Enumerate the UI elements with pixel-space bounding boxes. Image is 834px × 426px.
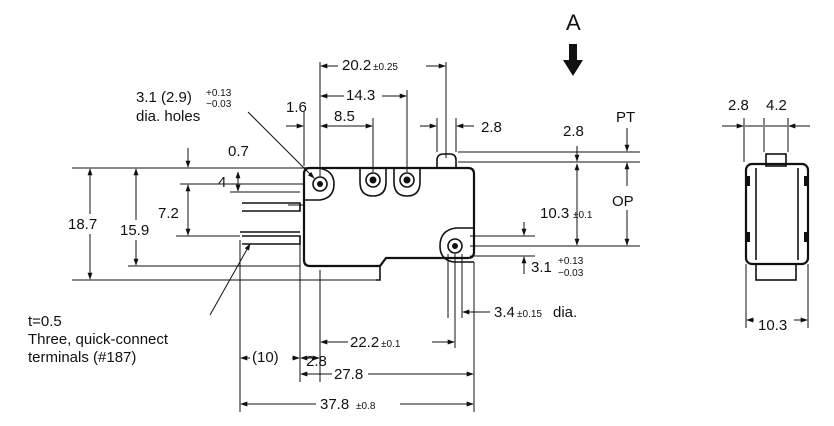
label-op: OP: [612, 193, 634, 210]
dim-14-3: 14.3: [346, 87, 375, 104]
dim-2-8-top: 2.8: [481, 119, 502, 136]
dim-10-3: 10.3: [540, 205, 569, 222]
view-arrow: [563, 44, 583, 76]
dim-3-4: 3.4: [494, 304, 515, 321]
dim-lines-bottom: [209, 111, 490, 412]
dim-2-8-right: 2.8: [563, 123, 584, 140]
dim-15-9: 15.9: [120, 222, 149, 239]
dim-18-7: 18.7: [68, 216, 97, 233]
dim-1-6: 1.6: [286, 99, 307, 116]
dim-8-5: 8.5: [334, 108, 355, 125]
holes-note: 3.1 (2.9) +0.13 −0.03 dia. holes: [136, 88, 232, 125]
dim-3-1-tol-lower: −0.03: [558, 268, 584, 279]
dim-20-2: 20.2: [342, 57, 371, 74]
dim-4: 4: [218, 174, 226, 191]
dim-10-3-tol: ±0.1: [573, 210, 593, 221]
side-view: [722, 118, 810, 328]
dim-10-paren: (10): [252, 349, 279, 366]
dim-20-2-tol: ±0.25: [373, 62, 398, 73]
dim-2-8-bottom: 2.8: [306, 353, 327, 370]
dim-3-1: 3.1: [531, 259, 552, 276]
dim-27-8: 27.8: [334, 366, 363, 383]
dim-37-8: 37.8: [320, 396, 349, 413]
side-dim-2-8: 2.8: [728, 97, 749, 114]
dimension-texts: 20.2 ±0.25 14.3 8.5 1.6 2.8 2.8 PT OP 10…: [64, 56, 794, 413]
holes-note-line2: dia. holes: [136, 108, 200, 125]
side-dim-10-3: 10.3: [758, 317, 787, 334]
terminal-note-line3: terminals (#187): [28, 349, 136, 366]
dim-lines-right: [458, 128, 640, 274]
label-pt: PT: [616, 109, 635, 126]
dim-7-2: 7.2: [158, 205, 179, 222]
terminal-note: t=0.5 Three, quick-connect terminals (#1…: [28, 313, 169, 366]
dim-22-2-tol: ±0.1: [381, 339, 401, 350]
holes-note-tol-lower: −0.03: [206, 99, 232, 110]
dim-37-8-tol: ±0.8: [356, 401, 376, 412]
side-dim-4-2: 4.2: [766, 97, 787, 114]
holes-note-tol-upper: +0.13: [206, 88, 232, 99]
switch-body: [240, 153, 476, 281]
dim-lines-top: [286, 62, 474, 176]
dim-0-7: 0.7: [228, 143, 249, 160]
dim-3-4-tol: ±0.15: [517, 309, 542, 320]
dim-22-2: 22.2: [350, 334, 379, 351]
terminal-note-line2: Three, quick-connect: [28, 331, 169, 348]
view-label-a: A: [566, 10, 581, 35]
dim-3-4-suffix: dia.: [553, 304, 577, 321]
terminal-note-line1: t=0.5: [28, 313, 62, 330]
dim-3-1-tol-upper: +0.13: [558, 256, 584, 267]
holes-note-main: 3.1 (2.9): [136, 89, 192, 106]
